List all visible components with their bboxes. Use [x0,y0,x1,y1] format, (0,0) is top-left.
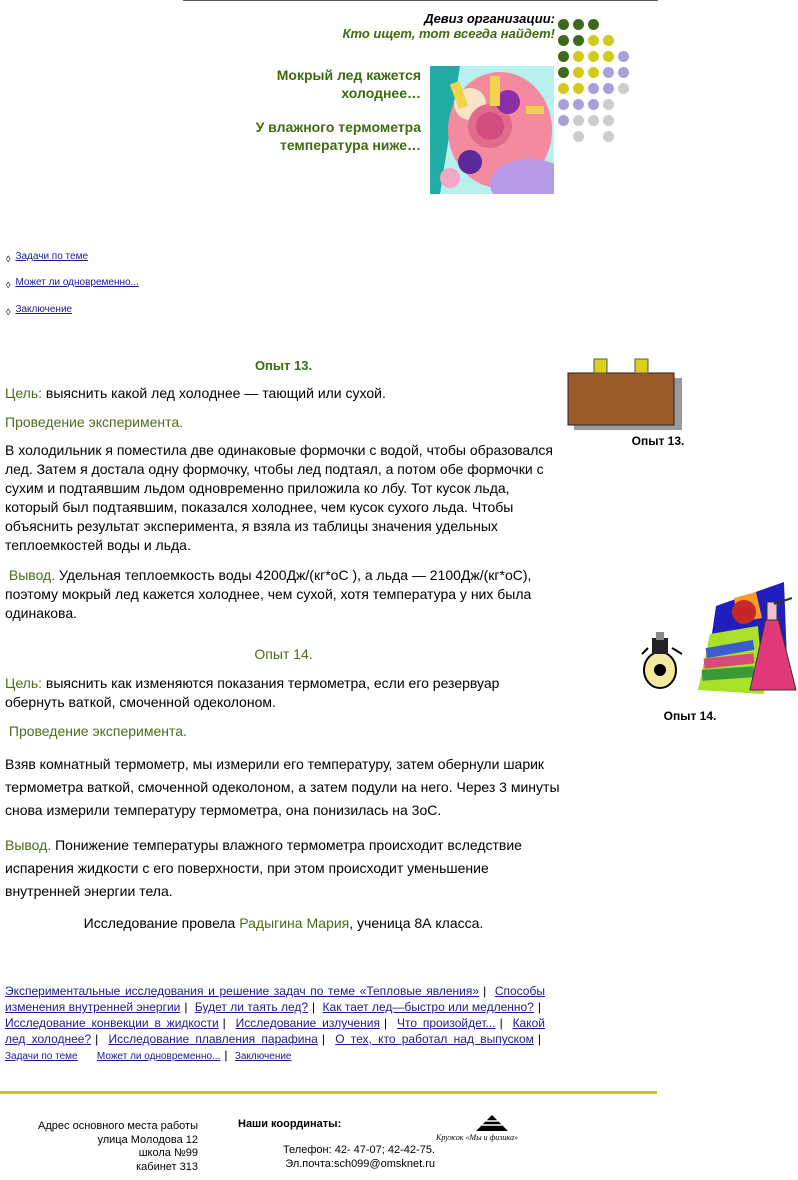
ice-box-illustration [567,358,682,430]
diamond-bullet-icon: ◊ [6,254,11,264]
author-line: Исследование провела Радыгина Мария, уче… [5,914,562,933]
exp13-goal-label: Цель: [5,385,43,401]
lab-clipart [641,582,797,694]
coords-title: Наши координаты: [238,1118,342,1130]
author-prefix: Исследование провела [83,915,240,931]
motto-text: Кто ищет, тот всегда найдет! [342,26,555,41]
exp13-caption: Опыт 13. [631,434,685,448]
exp13-conclusion-text: Удельная теплоемкость воды 4200Дж/(кг*оС… [5,567,532,621]
footer-link-simultaneously[interactable]: Может ли одновременно... [96,1051,221,1062]
exp14-heading: Опыт 14. [254,646,313,662]
nav-link-simultaneously[interactable]: Может ли одновременно... [15,277,139,288]
exp14-goal: Цель: выяснить как изменяются показания … [5,674,562,712]
address-street: улица Молодова 12 [97,1133,198,1146]
exp13-heading: Опыт 13. [254,358,313,373]
contact-block: Телефон: 42- 47-07; 42-42-75. Эл.почта:s… [245,1143,435,1171]
top-divider [183,0,658,1]
footer-link-conclusion[interactable]: Заключение [234,1051,292,1062]
nav-link-tasks[interactable]: Задачи по теме [15,251,89,262]
diamond-bullet-icon: ◊ [6,280,11,290]
nav-link-conclusion[interactable]: Заключение [15,304,73,315]
exp14-goal-text: выяснить как изменяются показания термом… [5,675,500,710]
footer-link-colder-ice[interactable]: Какой лед холоднее? [5,1016,545,1046]
footer-link-tasks[interactable]: Задачи по теме [5,1051,78,1062]
exp14-goal-label: Цель: [5,675,43,691]
exp13-procedure-label: Проведение эксперимента. [5,414,184,430]
footer-link-main[interactable]: Экспериментальные исследования и решение… [5,984,480,998]
nav-item-conclusion[interactable]: ◊ Заключение [6,304,72,317]
footer-link-list: Экспериментальные исследования и решение… [5,984,545,1062]
nav-item-tasks[interactable]: ◊ Задачи по теме [6,251,88,264]
tagline-wet-thermometer: У влажного термометра температура ниже… [255,119,421,153]
footer-link-convection[interactable]: Исследование конвекции в жидкости [5,1016,219,1030]
footer-link-ways[interactable]: Способы изменения внутренней энергии [5,984,545,1014]
footer-link-what-happens[interactable]: Что произойдет... [396,1016,496,1030]
address-title: Адрес основного места работы [38,1120,198,1132]
email-text: Эл.почта:sch099@omsknet.ru [285,1158,435,1170]
exp13-goal-text: выяснить какой лед холоднее — тающий или… [42,385,386,401]
motto-title: Девиз организации: [424,11,555,26]
exp14-conclusion: Вывод. Понижение температуры влажного те… [5,834,562,903]
molecule-clipart [430,66,554,194]
footer-link-authors[interactable]: О тех, кто работал над выпуском [335,1032,534,1046]
footer-link-how-ice-melts[interactable]: Как тает лед—быстро или медленно? [322,1000,534,1014]
club-logo-text: Кружок «Мы и физика» [436,1133,518,1142]
exp14-conclusion-label: Вывод. [5,837,52,853]
author-name: Радыгина Мария [239,915,350,931]
address-block: Адрес основного места работы улица Молод… [0,1120,198,1174]
decorative-dot-grid [558,19,630,142]
footer-link-radiation[interactable]: Исследование излучения [235,1016,380,1030]
exp14-caption: Опыт 14. [663,709,717,723]
exp14-procedure-text: Взяв комнатный термометр, мы измерили ег… [5,756,560,818]
exp13-goal: Цель: выяснить какой лед холоднее — тающ… [5,384,562,403]
tagline-wet-ice: Мокрый лед кажется холоднее… [276,67,421,101]
address-school: школа №99 [138,1147,198,1159]
footer-divider [0,1091,657,1094]
diamond-bullet-icon: ◊ [6,307,11,317]
exp13-conclusion-label: Вывод. [8,567,56,583]
footer-link-will-ice-melt[interactable]: Будет ли таять лед? [194,1000,309,1014]
phone-text: Телефон: 42- 47-07; 42-42-75. [282,1144,435,1156]
footer-link-paraffin[interactable]: Исследование плавления парафина [108,1032,318,1046]
nav-item-simultaneously[interactable]: ◊ Может ли одновременно... [6,277,139,290]
exp13-conclusion: Вывод. Удельная теплоемкость воды 4200Дж… [5,566,562,623]
club-logo-icon [476,1115,508,1131]
exp13-procedure-text: В холодильник я поместила две одинаковые… [5,442,553,553]
exp14-conclusion-text: Понижение температуры влажного термометр… [5,837,522,899]
exp14-procedure-label: Проведение эксперимента. [8,723,187,739]
author-suffix: , ученица 8А класса. [349,915,484,931]
address-room: кабинет 313 [136,1160,198,1173]
